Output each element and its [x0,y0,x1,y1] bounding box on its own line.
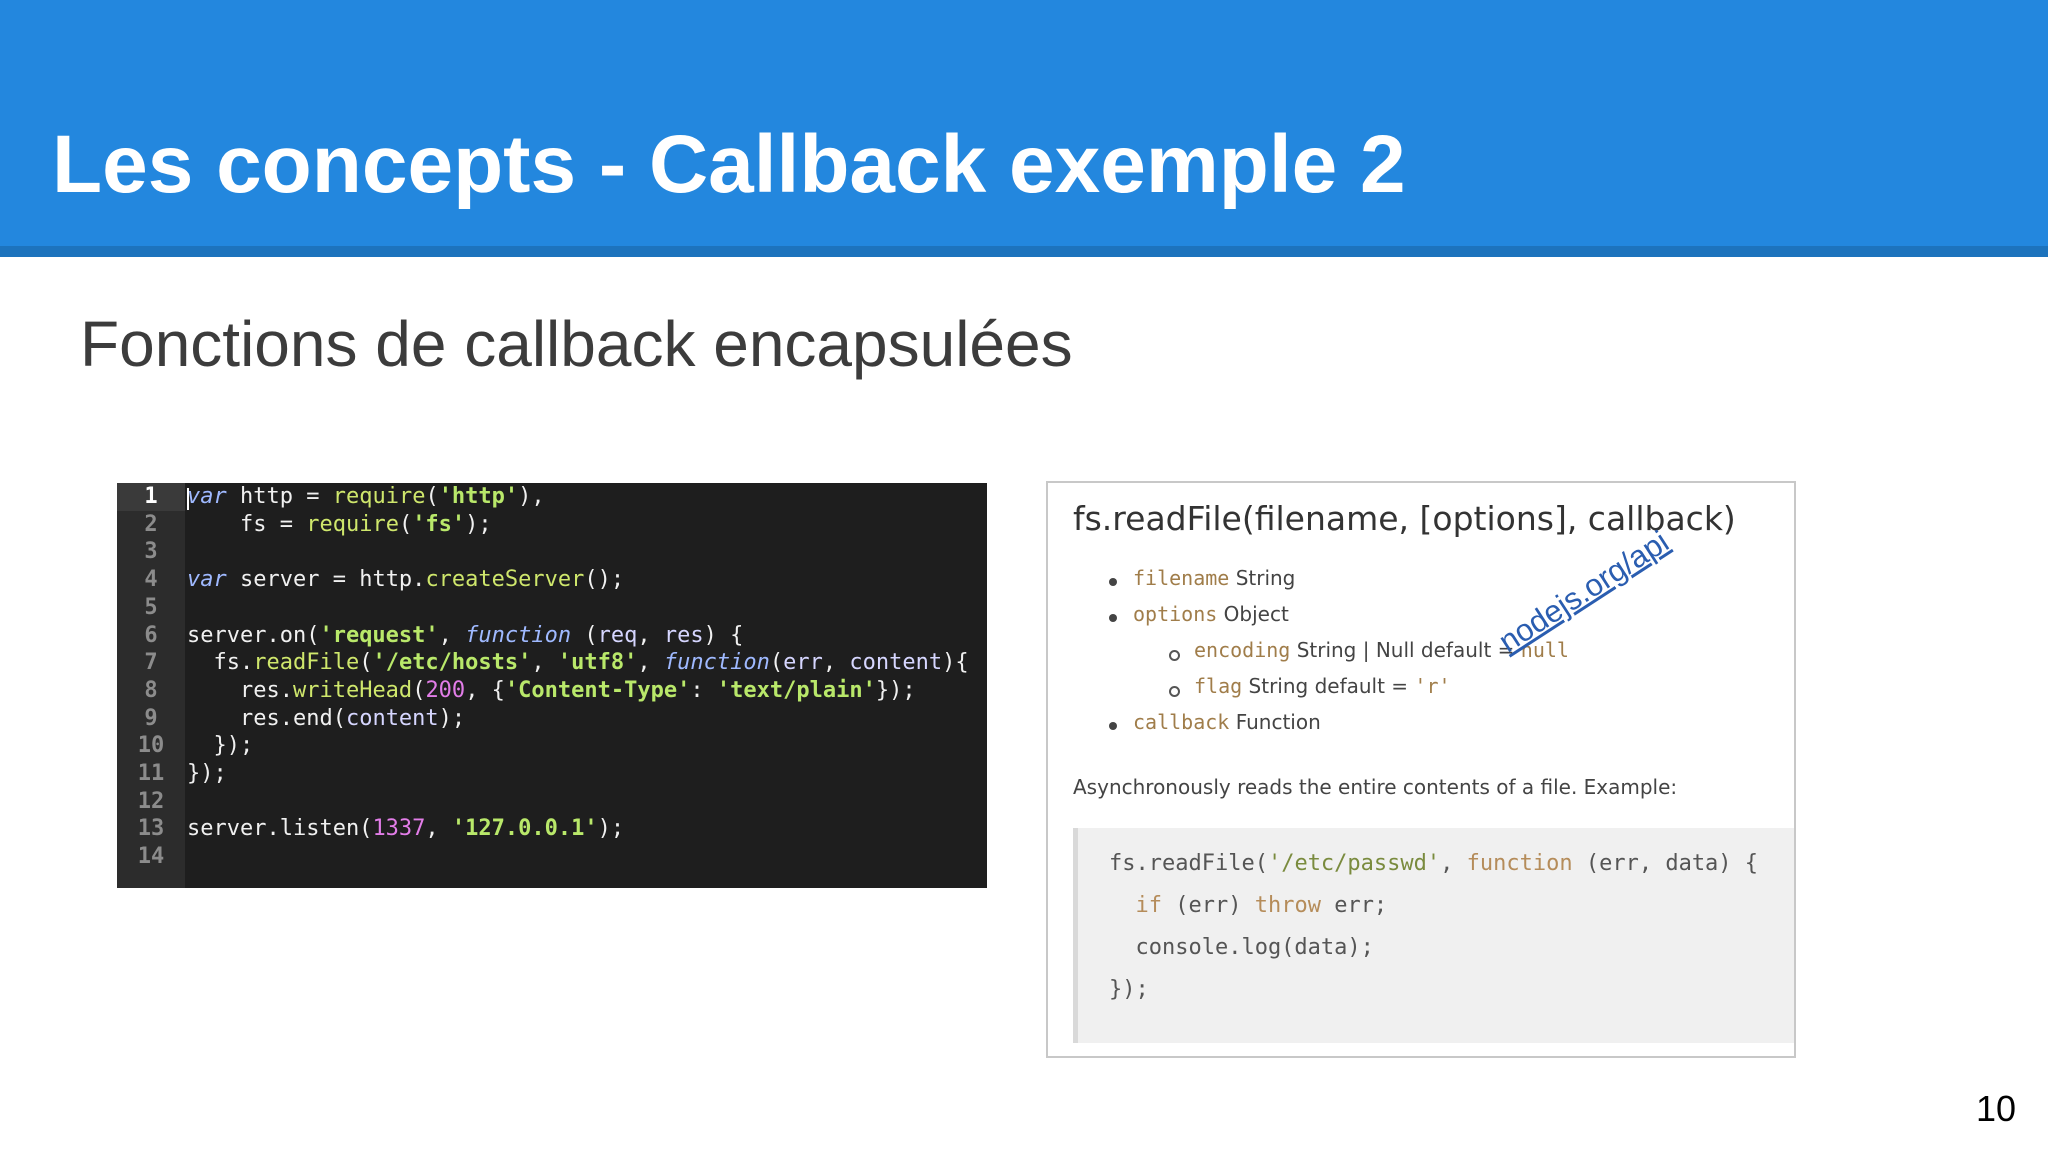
param-filename: filename String [1133,566,1296,590]
code-line: 3 [117,538,987,566]
param-options: options Object [1133,602,1289,626]
code-line: 7 fs.readFile('/etc/hosts', 'utf8', func… [117,649,987,677]
example-line: console.log(data); [1109,935,1374,960]
line-number: 6 [144,622,158,648]
api-signature: fs.readFile(filename, [options], callbac… [1073,499,1736,538]
line-number: 3 [144,539,158,565]
line-number: 2 [144,511,158,537]
api-docs-panel: fs.readFile(filename, [options], callbac… [1046,481,1796,1058]
code-line: 12 [117,788,987,816]
example-line: if (err) throw err; [1135,893,1388,918]
line-number: 13 [137,816,165,842]
example-line: }); [1109,977,1149,1002]
bullet-icon [1109,578,1117,586]
slide-subtitle: Fonctions de callback encapsulées [80,308,1073,380]
line-number: 10 [137,733,165,759]
code-text: res.writeHead(200, {'Content-Type': 'tex… [187,677,916,703]
code-line: 14 [117,843,987,871]
code-line: 11}); [117,760,987,788]
slide-title: Les concepts - Callback exemple 2 [52,119,1406,210]
param-encoding: encoding String | Null default = null [1194,638,1569,662]
line-number: 1 [117,483,185,511]
page-number: 10 [1976,1088,2017,1129]
header-divider [0,246,2048,257]
code-text: var http = require('http'), [187,484,545,509]
api-description: Asynchronously reads the entire contents… [1073,775,1678,799]
code-text: fs = require('fs'); [187,511,492,537]
bullet-icon [1109,614,1117,622]
example-line: fs.readFile('/etc/passwd', function (err… [1109,851,1759,876]
param-callback: callback Function [1133,710,1321,734]
code-line: 13 server.listen(1337, '127.0.0.1'); [117,815,987,843]
code-text: }); [187,761,227,786]
line-number-gutter [117,483,185,888]
line-number: 8 [144,677,158,703]
code-line: 9 res.end(content); [117,705,987,733]
line-number: 5 [144,594,158,620]
line-number: 4 [144,567,158,593]
line-number: 12 [137,788,165,814]
sub-bullet-icon [1169,650,1180,661]
line-number: 14 [137,844,165,870]
code-text: }); [187,733,254,759]
line-number: 11 [137,761,165,786]
code-text: server.on('request', function (req, res)… [187,622,744,648]
code-line: 4 var server = http.createServer(); [117,566,987,594]
code-text: fs.readFile('/etc/hosts', 'utf8', functi… [187,650,969,676]
sub-bullet-icon [1169,686,1180,697]
code-line: 2 fs = require('fs'); [117,511,987,539]
slide-header [0,0,2048,248]
code-line: 5 [117,594,987,622]
code-line: 10 }); [117,732,987,760]
code-text: res.end(content); [187,705,466,731]
line-number: 7 [144,650,158,676]
code-text: var server = http.createServer(); [187,567,625,593]
line-number: 9 [144,705,158,731]
code-line: 6 server.on('request', function (req, res… [117,622,987,650]
example-code-block: fs.readFile('/etc/passwd', function (err… [1073,828,1794,1043]
bullet-icon [1109,722,1117,730]
param-flag: flag String default = 'r' [1194,674,1451,698]
code-line: 8 res.writeHead(200, {'Content-Type': 't… [117,677,987,705]
text-cursor [187,488,189,510]
code-text: server.listen(1337, '127.0.0.1'); [187,816,625,842]
